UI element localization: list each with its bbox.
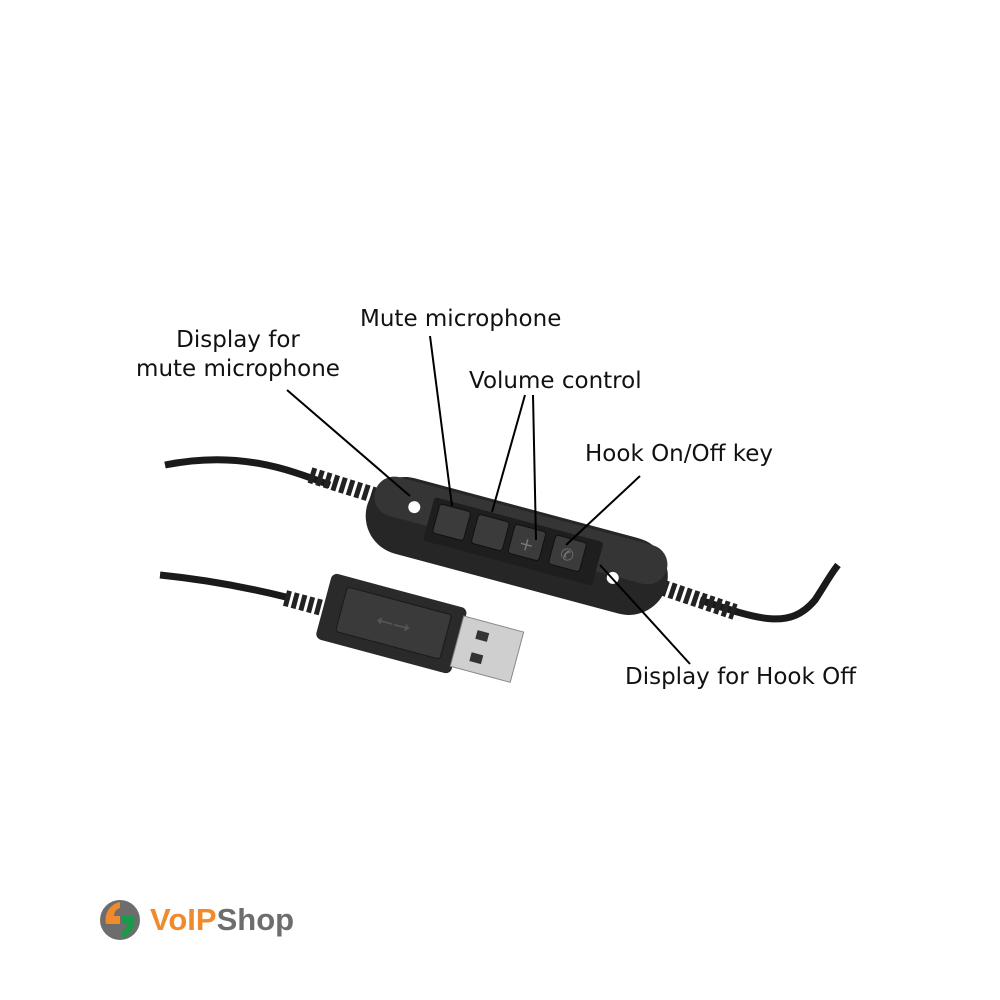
usb-plug: ⭠⭢ bbox=[316, 573, 525, 683]
pc-cable bbox=[698, 562, 841, 623]
pc-cable-strain-relief bbox=[652, 577, 738, 620]
label-display-mute: Display for mute microphone bbox=[130, 326, 346, 384]
label-mute-microphone: Mute microphone bbox=[360, 306, 562, 332]
voipshop-logo: VoIPShop bbox=[98, 898, 294, 942]
phone-handset-icon: ✆ bbox=[558, 544, 576, 566]
plus-icon: + bbox=[516, 533, 536, 557]
mute-button[interactable] bbox=[432, 503, 471, 541]
mute-led bbox=[408, 501, 421, 514]
inline-control-unit: + ✆ bbox=[365, 476, 668, 615]
label-hook-key: Hook On/Off key bbox=[585, 441, 774, 467]
label-line: Display for bbox=[176, 327, 300, 353]
logo-text: VoIPShop bbox=[150, 902, 294, 938]
logo-text-voip: VoIP bbox=[150, 902, 217, 937]
label-volume-control: Volume control bbox=[469, 368, 642, 394]
label-display-hook-off: Display for Hook Off bbox=[625, 664, 857, 690]
headset-cable bbox=[164, 456, 332, 489]
leader-lines bbox=[286, 335, 691, 665]
logo-mark-icon bbox=[100, 900, 140, 940]
label-line: mute microphone bbox=[136, 356, 340, 382]
logo-text-shop: Shop bbox=[216, 902, 295, 937]
usb-cable bbox=[159, 571, 291, 602]
headset-cable-strain-relief bbox=[307, 467, 383, 505]
volume-down-button[interactable] bbox=[471, 514, 510, 552]
